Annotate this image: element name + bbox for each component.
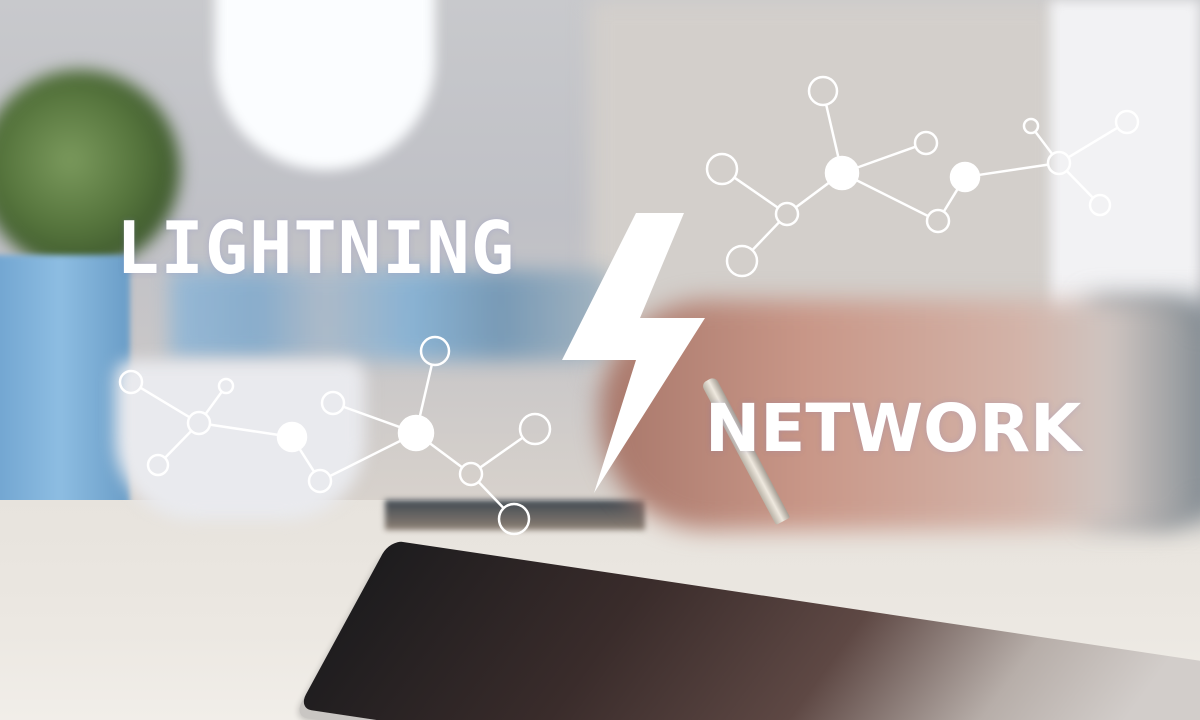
- network-node: [1088, 193, 1112, 217]
- network-graph-icon: [705, 75, 1140, 278]
- network-node: [419, 335, 451, 367]
- network-edge: [751, 221, 781, 252]
- network-node: [774, 201, 800, 227]
- network-node: [1046, 150, 1072, 176]
- network-node: [186, 410, 212, 436]
- network-edge: [139, 386, 191, 419]
- network-edge: [1067, 126, 1119, 159]
- network-edge: [418, 364, 434, 417]
- network-node: [276, 421, 308, 453]
- network-node: [725, 244, 759, 278]
- network-node: [118, 369, 144, 395]
- network-node: [217, 377, 235, 395]
- network-edge: [978, 163, 1049, 177]
- network-node: [320, 390, 346, 416]
- hand: [600, 300, 1200, 530]
- network-graph-icon: [118, 335, 552, 536]
- network-node: [146, 453, 170, 477]
- blurred-shelf-items: [170, 270, 610, 360]
- network-node: [1022, 117, 1040, 135]
- network-edge: [342, 405, 401, 429]
- network-node: [397, 414, 435, 452]
- network-node: [925, 208, 951, 234]
- blue-pot: [0, 255, 130, 520]
- lightning-bolt-icon: [562, 213, 705, 493]
- network-edge: [1034, 130, 1054, 155]
- network-node: [824, 155, 860, 191]
- network-edge: [855, 179, 929, 218]
- network-edge: [477, 481, 505, 510]
- network-node: [807, 75, 839, 107]
- network-edge: [824, 104, 840, 158]
- network-edge: [733, 176, 779, 209]
- network-node: [913, 130, 939, 156]
- network-edge: [428, 442, 463, 469]
- network-node: [705, 152, 739, 186]
- network-node: [458, 461, 484, 487]
- network-edge: [856, 145, 917, 169]
- network-node: [518, 412, 552, 446]
- network-edge: [479, 436, 524, 469]
- network-node: [949, 161, 981, 193]
- network-edge: [329, 439, 402, 478]
- network-edge: [1065, 169, 1094, 199]
- network-node: [497, 502, 531, 536]
- title-lightning: LIGHTNING: [116, 206, 516, 290]
- network-edge: [942, 188, 959, 213]
- title-network: NETWORK: [705, 390, 1082, 467]
- network-edge: [204, 390, 223, 415]
- blurred-lamp: [215, 0, 435, 170]
- network-edge: [298, 448, 316, 473]
- network-edge: [209, 423, 279, 437]
- white-cup: [115, 360, 365, 520]
- network-node: [307, 468, 333, 494]
- network-edge: [795, 181, 830, 209]
- network-node: [1114, 109, 1140, 135]
- potted-plant: [0, 70, 180, 270]
- network-edge: [164, 429, 193, 459]
